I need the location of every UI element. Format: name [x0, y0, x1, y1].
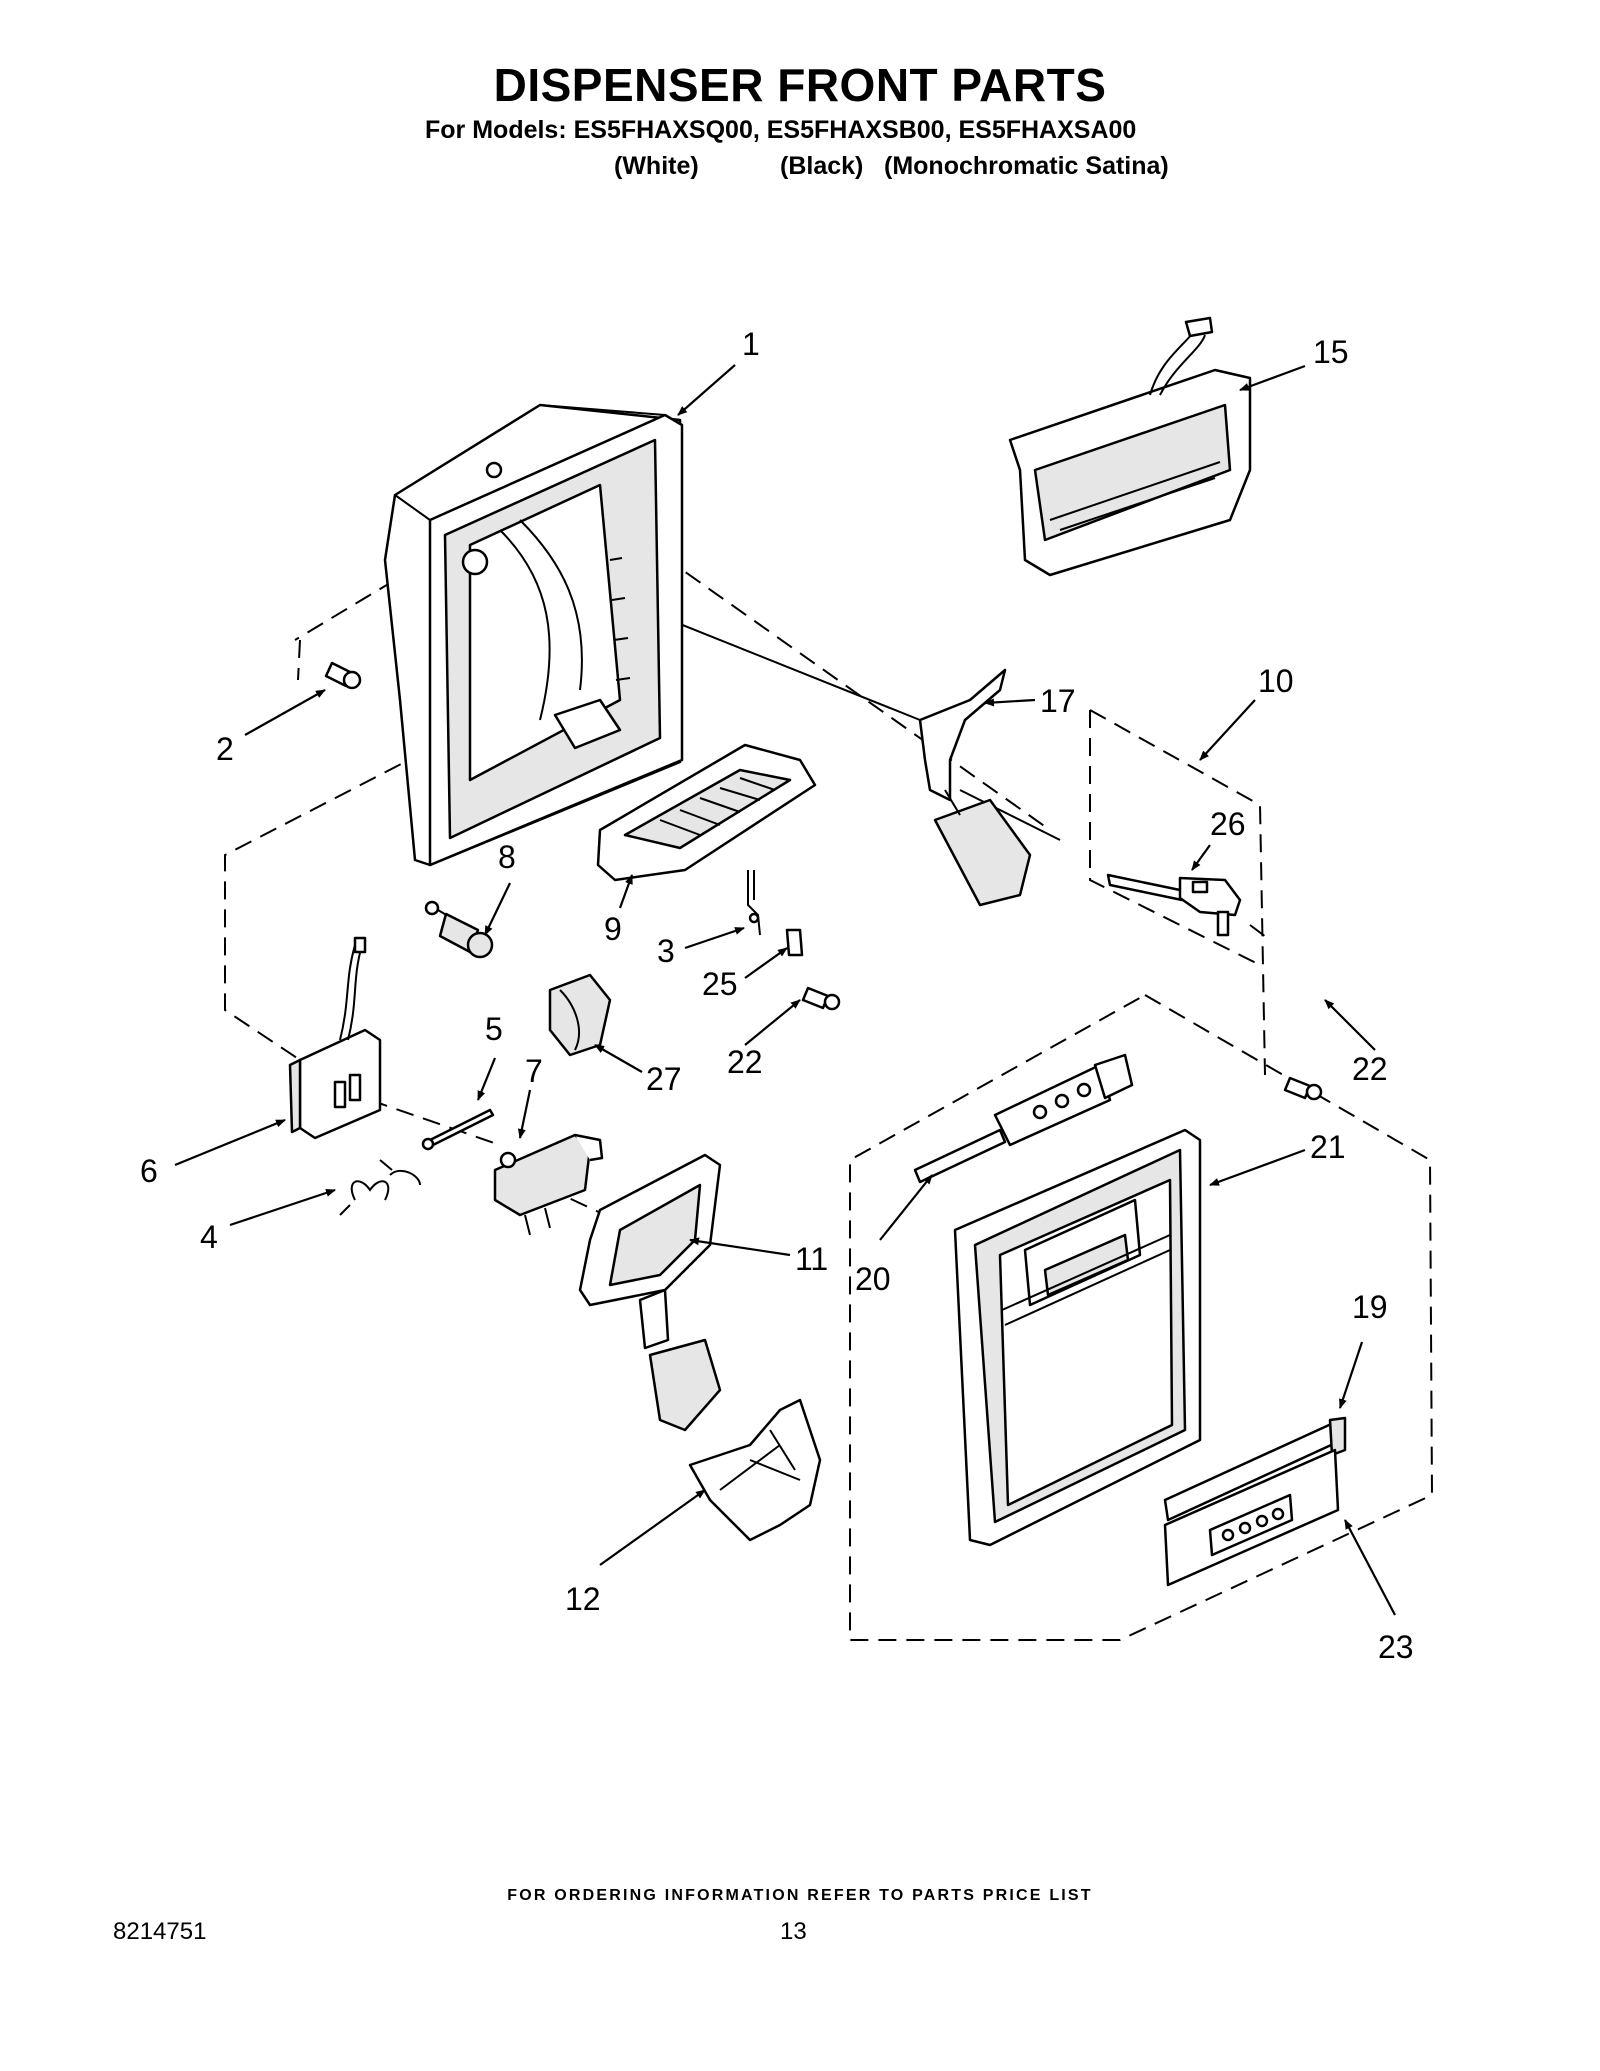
spring-part-4: [339, 1159, 421, 1216]
callout-21: 21: [1310, 1129, 1346, 1165]
front-frame-part-21: [953, 1128, 1202, 1547]
callout-7: 7: [525, 1053, 543, 1089]
callout-6: 6: [140, 1153, 158, 1189]
screw-part-22-left: [801, 986, 841, 1011]
switch-strip-part-20: [913, 1053, 1134, 1184]
bracket-part-15: [1008, 316, 1252, 577]
callout-2: 2: [216, 731, 234, 767]
overlay-part-23: [1163, 1448, 1340, 1587]
model-list: For Models: ES5FHAXSQ00, ES5FHAXSB00, ES…: [425, 116, 1137, 144]
callout-12: 12: [565, 1581, 601, 1617]
callout-15: 15: [1313, 334, 1349, 370]
callout-5: 5: [485, 1011, 503, 1047]
leader-arrows: [174, 364, 1396, 1616]
ice-lever-part-17: [918, 668, 1032, 907]
housing-part-1: [383, 403, 684, 867]
clip-part-3: [747, 870, 761, 936]
cover-part-27: [548, 973, 612, 1057]
page-number: 13: [780, 1918, 807, 1945]
callout-17: 17: [1040, 683, 1076, 719]
document-number: 8214751: [113, 1918, 207, 1945]
callout-11: 11: [795, 1241, 828, 1277]
callout-1: 1: [742, 326, 760, 362]
ordering-note: FOR ORDERING INFORMATION REFER TO PARTS …: [507, 1887, 1093, 1904]
clip-part-25: [785, 928, 804, 957]
screw-part-2: [324, 661, 362, 690]
callout-19: 19: [1352, 1289, 1388, 1325]
assembly-lines: [224, 539, 1434, 1641]
callout-8: 8: [498, 839, 516, 875]
pin-part-5: [421, 1108, 495, 1151]
callout-3: 3: [657, 933, 675, 969]
actuator-part-26: [1106, 873, 1242, 937]
page-title: DISPENSER FRONT PARTS: [493, 59, 1107, 111]
callout-22-left: 22: [727, 1044, 763, 1080]
module-part-6: [288, 936, 382, 1140]
motor-part-8: [424, 900, 494, 959]
callout-27: 27: [646, 1061, 682, 1097]
callout-20: 20: [855, 1261, 891, 1297]
drip-tray-part-12: [688, 1398, 822, 1542]
variant-white: (White): [614, 152, 699, 180]
callout-25: 25: [702, 966, 738, 1002]
chute-cover-part-9: [596, 743, 817, 882]
actuator-part-7: [493, 1133, 604, 1236]
callout-4: 4: [200, 1219, 218, 1255]
callout-26: 26: [1210, 806, 1246, 842]
screw-part-22-right: [1283, 1076, 1323, 1101]
variant-satina: (Monochromatic Satina): [884, 152, 1169, 180]
callout-22-right: 22: [1352, 1051, 1388, 1087]
callout-9: 9: [604, 911, 622, 947]
panel-strip-part-19: [1163, 1416, 1347, 1522]
variant-black: (Black): [780, 152, 864, 180]
callout-10: 10: [1258, 663, 1294, 699]
callout-23: 23: [1378, 1629, 1414, 1665]
water-lever-part-11: [578, 1153, 722, 1432]
